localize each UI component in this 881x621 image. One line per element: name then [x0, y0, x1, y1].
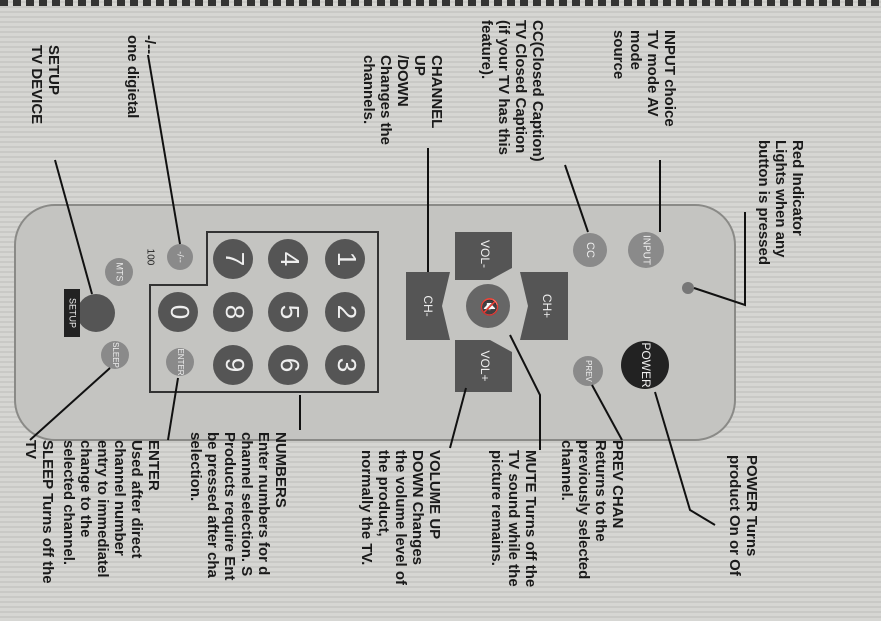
svg-text:7: 7 — [220, 252, 250, 266]
digit-sub-label: 100 — [144, 249, 155, 266]
label-cc: CC(Closed Caption) TV Closed Caption (if… — [478, 20, 546, 195]
svg-text:POWER: POWER — [639, 342, 653, 388]
svg-text:SETUP: SETUP — [68, 298, 78, 328]
svg-text:1: 1 — [332, 252, 362, 266]
vol-plus-button[interactable]: VOL+ — [455, 340, 512, 392]
mts-button[interactable]: MTS — [105, 258, 133, 286]
cc-button[interactable]: CC — [573, 233, 607, 267]
svg-text:6: 6 — [275, 358, 305, 372]
label-mute: MUTE Turns off the TV sound while the pi… — [488, 450, 539, 620]
svg-text:3: 3 — [332, 358, 362, 372]
svg-text:VOL-: VOL- — [478, 240, 492, 268]
svg-text:CH+: CH+ — [540, 294, 554, 318]
svg-text:4: 4 — [275, 252, 305, 266]
svg-text:0: 0 — [165, 305, 195, 319]
svg-text:9: 9 — [220, 358, 250, 372]
svg-text:SLEEP: SLEEP — [111, 342, 120, 368]
digit-button[interactable]: -/-- — [167, 244, 193, 270]
svg-text:CH-: CH- — [421, 295, 435, 316]
svg-text:ENTER: ENTER — [176, 348, 185, 375]
number-key-1[interactable]: 1 — [325, 239, 365, 279]
label-prev-chan: PREV CHAN Returns to the previously sele… — [558, 440, 626, 620]
label-input: INPUT choice TV mode AV mode source — [610, 30, 678, 160]
label-setup: SETUP TV DEVICE — [28, 45, 62, 155]
svg-text:5: 5 — [275, 305, 305, 319]
number-key-4[interactable]: 4 — [268, 239, 308, 279]
svg-text:INPUT: INPUT — [640, 235, 651, 265]
svg-text:CC: CC — [584, 242, 596, 258]
mute-button[interactable]: 🔇 — [466, 284, 510, 328]
svg-text:2: 2 — [332, 305, 362, 319]
red-indicator-light — [682, 282, 694, 294]
svg-text:8: 8 — [220, 305, 250, 319]
svg-text:PREV: PREV — [584, 360, 593, 382]
label-sleep: SLEEP Turns off the TV — [22, 440, 56, 620]
number-key-5[interactable]: 5 — [268, 292, 308, 332]
number-key-9[interactable]: 9 — [213, 345, 253, 385]
remote-body — [15, 205, 735, 440]
input-button[interactable]: INPUT — [628, 232, 664, 268]
enter-button[interactable]: ENTER — [166, 348, 194, 376]
power-button[interactable]: POWER — [621, 341, 669, 389]
prev-chan-button[interactable]: PREV — [573, 356, 603, 386]
sleep-button[interactable]: SLEEP — [101, 341, 129, 369]
svg-text:-/--: -/-- — [176, 251, 186, 263]
number-key-2[interactable]: 2 — [325, 292, 365, 332]
svg-text:MTS: MTS — [115, 263, 125, 282]
number-key-3[interactable]: 3 — [325, 345, 365, 385]
label-channel: CHANNEL UP /DOWN Changes the channels. — [360, 55, 445, 150]
mute-icon: 🔇 — [480, 297, 499, 317]
label-power: POWER Turns product On or Of — [726, 455, 760, 620]
number-key-7[interactable]: 7 — [213, 239, 253, 279]
label-volume: VOLUME UP DOWN Changes the volume level … — [358, 450, 443, 620]
label-enter: ENTER Used after direct channel number e… — [60, 440, 162, 620]
label-red-indicator: Red Indicator Lights when any button is … — [755, 140, 806, 300]
number-key-0[interactable]: 0 — [158, 292, 198, 332]
svg-text:VOL+: VOL+ — [478, 350, 492, 381]
label-numbers: NUMBERS Enter numbers for d channel sele… — [187, 432, 289, 620]
label-digit: -/-- one digietal — [124, 35, 158, 135]
number-key-8[interactable]: 8 — [213, 292, 253, 332]
number-key-6[interactable]: 6 — [268, 345, 308, 385]
